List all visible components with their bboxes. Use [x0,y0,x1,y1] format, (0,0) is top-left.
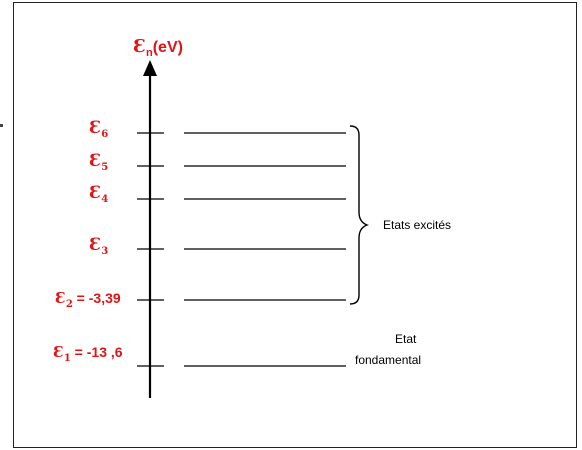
axis-subscript: n [145,47,153,59]
axis-arrowhead [143,60,157,76]
ground-state-label-line1: Etat [395,332,417,346]
axis-symbol: Ɛ [133,36,146,57]
axis-title: Ɛn(eV) [133,38,183,59]
level-index: 6 [101,129,109,140]
level-label-2: Ɛ2 = -3,39 [55,291,121,310]
level-symbol: Ɛ [53,343,64,361]
level-label-6: Ɛ6 [89,120,108,140]
level-value: = -3,39 [72,290,121,306]
level-index: 3 [101,246,109,257]
level-index: 2 [65,299,73,310]
level-value: = -13 ,6 [70,344,123,360]
level-index: 5 [101,162,109,173]
axis-unit: (eV) [152,39,183,56]
level-symbol: Ɛ [89,183,102,203]
excited-states-label: Etats excités [383,218,452,232]
level-label-5: Ɛ5 [89,153,108,173]
stray-mark [0,124,3,127]
level-symbol: Ɛ [55,289,66,307]
level-symbol: Ɛ [89,235,102,255]
excited-states-brace [349,125,369,305]
ground-state-label-line2: fondamental [355,353,422,367]
level-label-3: Ɛ3 [89,237,108,257]
level-label-4: Ɛ4 [89,185,108,205]
level-index: 1 [63,353,71,364]
level-index: 4 [101,194,109,205]
diagram-frame [13,2,577,448]
level-symbol: Ɛ [89,118,102,138]
level-label-1: Ɛ1 = -13 ,6 [53,345,123,364]
level-symbol: Ɛ [89,151,102,171]
